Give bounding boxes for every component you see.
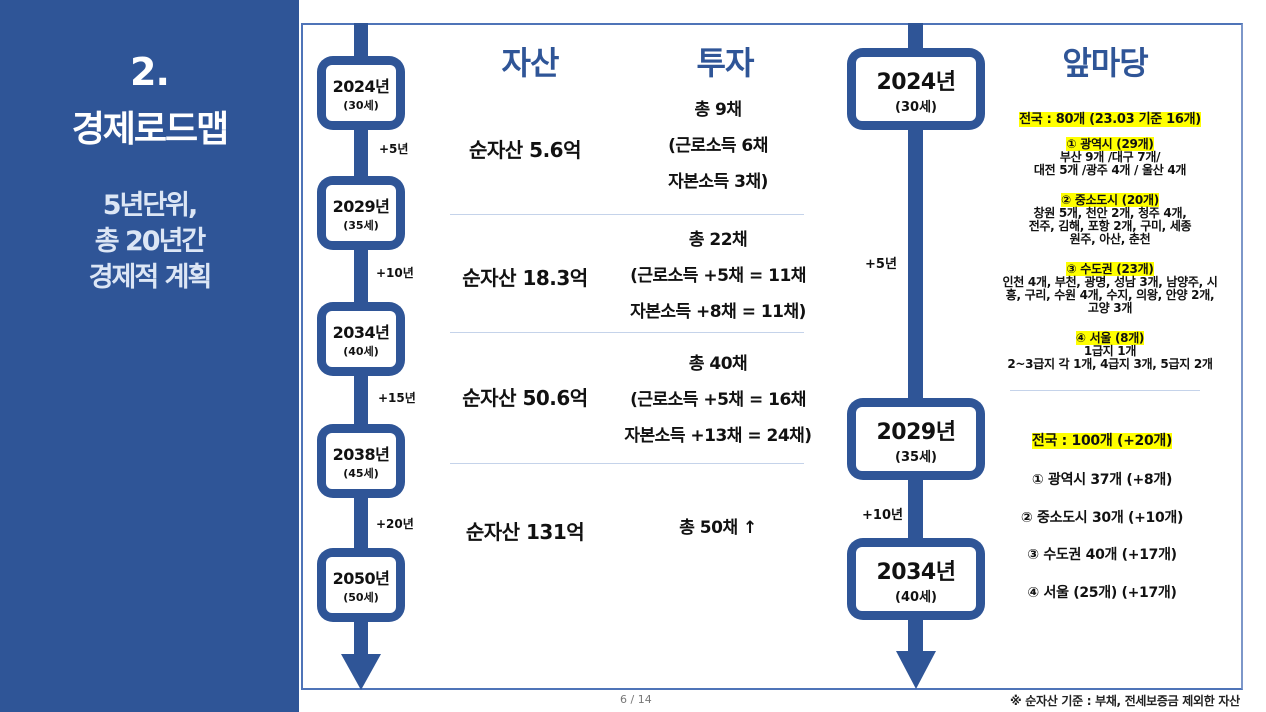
timeline-node: 2050년 (50세) [317, 548, 405, 622]
footnote: ※ 순자산 기준 : 부채, 전세보증금 제외한 자산 [1010, 694, 1240, 708]
invest-header: 투자 [696, 44, 755, 82]
timeline-node: 2024년 (30세) [317, 56, 405, 130]
gap-label: +10년 [376, 266, 414, 280]
gap-label: +15년 [378, 391, 416, 405]
gap-label: +10년 [862, 508, 903, 523]
timeline-line [908, 23, 923, 653]
group-title: ④ 서울 (8개) [1075, 331, 1145, 345]
front-yard-item: ② 중소도시 30개 (+10개) [1020, 510, 1184, 526]
front-yard-group: ② 중소도시 (20개) 창원 5개, 천안 2개, 청주 4개, 전주, 김해… [980, 193, 1240, 246]
timeline-node: 2029년 (35세) [317, 176, 405, 250]
row-divider [1010, 390, 1200, 391]
node-year: 2034년 [876, 559, 956, 585]
group-title: ③ 수도권 (23개) [1066, 262, 1154, 276]
arrow-down-icon [896, 651, 936, 689]
invest-detail: 총 22채 (근로소득 +5채 = 11채 자본소득 +8채 = 11채) [598, 222, 838, 330]
invest-line: 자본소득 +13채 = 24채) [624, 426, 812, 446]
node-age: (45세) [343, 467, 379, 480]
gap-label: +5년 [379, 142, 409, 156]
timeline-node: 2029년 (35세) [847, 398, 985, 480]
invest-detail: 총 9채 (근로소득 6채 자본소득 3채) [598, 92, 838, 200]
node-year: 2050년 [332, 569, 390, 588]
node-year: 2038년 [332, 445, 390, 464]
group-line: 인천 4개, 부천, 광명, 성남 3개, 남양주, 시 [1002, 275, 1218, 289]
section-number: 2. [130, 50, 170, 94]
gap-label: +5년 [865, 257, 897, 272]
node-year: 2024년 [332, 77, 390, 96]
invest-line: 총 9채 [694, 100, 742, 120]
group-line: 창원 5개, 천안 2개, 청주 4개, [1033, 206, 1187, 220]
front-yard-group: ④ 서울 (8개) 1급지 1개 2~3급지 각 1개, 4급지 3개, 5급지… [980, 331, 1240, 371]
asset-value: 순자산 131억 [465, 520, 585, 544]
content-frame [301, 23, 1243, 690]
section-subtitle: 5년단위, 총 20년간 경제적 계획 [0, 188, 299, 296]
row-divider [450, 332, 804, 333]
node-age: (35세) [343, 219, 379, 232]
front-yard-item: ④ 서울 (25개) (+17개) [1027, 585, 1177, 601]
highlighted-total: 전국 : 80개 (23.03 기준 16개) [1019, 112, 1201, 127]
invest-detail: 총 50채 ↑ [598, 510, 838, 546]
invest-line: 총 40채 [688, 354, 748, 374]
group-line: 1급지 1개 [1083, 344, 1137, 358]
invest-line: (근로소득 +5채 = 11채 [630, 266, 806, 286]
invest-line: 총 50채 ↑ [679, 518, 757, 538]
node-age: (30세) [895, 99, 937, 115]
invest-line: 자본소득 +8채 = 11채) [630, 302, 806, 322]
front-yard-item: ③ 수도권 40개 (+17개) [1027, 547, 1177, 563]
timeline-node: 2034년 (40세) [317, 302, 405, 376]
front-yard-group: ③ 수도권 (23개) 인천 4개, 부천, 광명, 성남 3개, 남양주, 시… [975, 262, 1245, 315]
group-line: 고양 3개 [1087, 301, 1133, 315]
section-title: 경제로드맵 [71, 109, 230, 150]
group-line: 흥, 구리, 수원 4개, 수지, 의왕, 안양 2개, [1005, 288, 1215, 302]
front-yard-total-2024: 전국 : 80개 (23.03 기준 16개) [980, 108, 1240, 127]
node-age: (40세) [895, 589, 937, 605]
sidebar: 2. 경제로드맵 5년단위, 총 20년간 경제적 계획 [0, 0, 299, 712]
arrow-down-icon [341, 654, 381, 690]
asset-header: 자산 [501, 44, 560, 82]
group-line: 부산 9개 /대구 7개/ [1059, 150, 1161, 164]
row-divider [450, 463, 804, 464]
asset-value: 순자산 18.3억 [462, 266, 588, 290]
node-year: 2024년 [876, 69, 956, 95]
subtitle-line: 5년단위, [102, 190, 199, 221]
group-title: ① 광역시 (29개) [1066, 137, 1154, 151]
front-yard-total-2029: 전국 : 100개 (+20개) [972, 430, 1232, 450]
node-year: 2029년 [876, 419, 956, 445]
timeline-node: 2038년 (45세) [317, 424, 405, 498]
invest-line: (근로소득 6채 [668, 136, 768, 156]
node-year: 2029년 [332, 197, 390, 216]
highlighted-total: 전국 : 100개 (+20개) [1031, 433, 1173, 449]
group-line: 2~3급지 각 1개, 4급지 3개, 5급지 2개 [1007, 357, 1213, 371]
invest-line: 총 22채 [688, 230, 748, 250]
node-age: (40세) [343, 345, 379, 358]
invest-detail: 총 40채 (근로소득 +5채 = 16채 자본소득 +13채 = 24채) [598, 346, 838, 454]
asset-value: 순자산 50.6억 [462, 386, 588, 410]
asset-value: 순자산 5.6억 [469, 138, 582, 162]
timeline-node: 2024년 (30세) [847, 48, 985, 130]
node-age: (30세) [343, 99, 379, 112]
front-yard-group: ① 광역시 (29개) 부산 9개 /대구 7개/ 대전 5개 /광주 4개 /… [980, 137, 1240, 177]
page-number: 6 / 14 [620, 693, 652, 706]
timeline-node: 2034년 (40세) [847, 538, 985, 620]
group-title: ② 중소도시 (20개) [1061, 193, 1159, 207]
group-line: 대전 5개 /광주 4개 / 울산 4개 [1033, 163, 1187, 177]
subtitle-line: 경제적 계획 [88, 262, 213, 293]
node-age: (50세) [343, 591, 379, 604]
front-yard-item: ① 광역시 37개 (+8개) [1031, 472, 1173, 488]
node-year: 2034년 [332, 323, 390, 342]
subtitle-line: 총 20년간 [94, 226, 207, 257]
row-divider [450, 214, 804, 215]
invest-line: (근로소득 +5채 = 16채 [630, 390, 806, 410]
group-line: 전주, 김해, 포항 2개, 구미, 세종 [1028, 219, 1192, 233]
invest-line: 자본소득 3채) [668, 172, 768, 192]
group-line: 원주, 아산, 춘천 [1069, 232, 1151, 246]
front-yard-header: 앞마당 [1062, 44, 1148, 82]
node-age: (35세) [895, 449, 937, 465]
gap-label: +20년 [376, 517, 414, 531]
